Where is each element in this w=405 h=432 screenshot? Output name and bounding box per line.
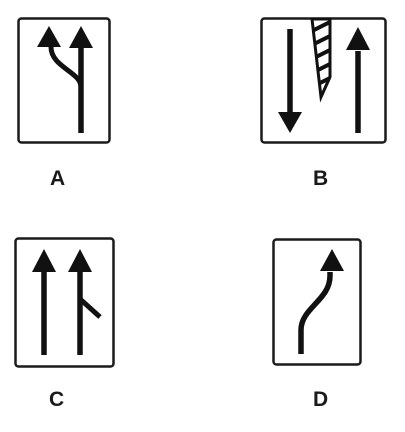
sign-b-hatch-lines — [312, 19, 330, 97]
option-label-d: D — [313, 388, 329, 411]
sign-c-left-arrowhead — [32, 249, 56, 272]
lane-ends-sign-icon — [14, 237, 115, 368]
sign-c-ending-lane-stub — [78, 297, 102, 319]
lane-merge-sign-icon — [17, 17, 111, 144]
sign-d-shift-line — [298, 272, 333, 354]
sign-c-right-arrowhead — [68, 249, 92, 272]
option-label-c: C — [49, 388, 65, 411]
sign-c-border — [14, 237, 115, 368]
sign-a[interactable] — [17, 17, 111, 144]
sign-d-arrowhead — [320, 249, 344, 271]
sign-b[interactable] — [260, 17, 387, 144]
option-label-b: B — [313, 167, 329, 190]
sign-a-border — [17, 17, 111, 144]
sign-c[interactable] — [14, 237, 115, 368]
sign-d[interactable] — [272, 238, 362, 366]
sign-b-up-arrowhead — [346, 27, 370, 50]
sign-a-left-branch-line — [48, 45, 84, 88]
two-way-hatched-sign-icon — [260, 17, 387, 144]
sign-a-right-arrowhead — [69, 26, 93, 48]
option-label-a: A — [50, 167, 66, 190]
sign-a-left-arrowhead — [37, 26, 61, 47]
lane-shift-sign-icon — [272, 238, 362, 366]
sign-b-down-arrowhead — [278, 112, 302, 133]
